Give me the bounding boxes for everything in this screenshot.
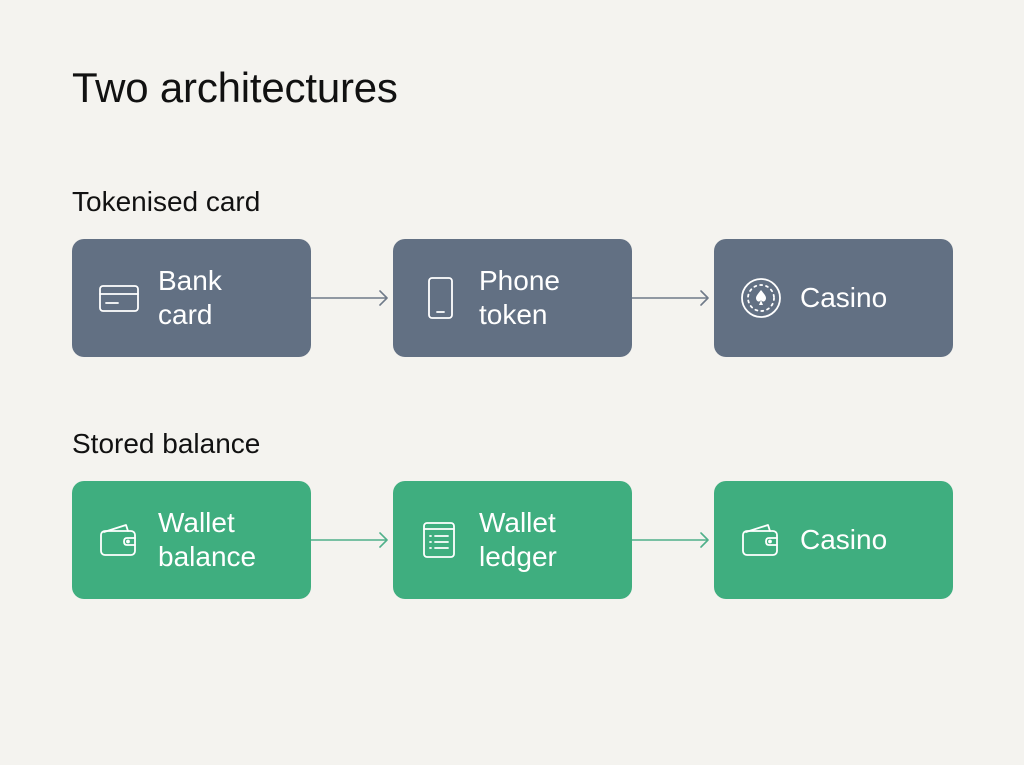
arrow-right-icon	[632, 290, 709, 306]
node-label: Casino	[800, 524, 888, 555]
casino-chip-icon	[738, 275, 784, 321]
section-label-tokenised-card: Tokenised card	[72, 186, 261, 217]
node-label: Phone token	[479, 265, 560, 330]
arrow-right-icon	[632, 532, 709, 548]
node-casino-stored: Casino	[714, 481, 953, 599]
smartphone-icon	[417, 275, 463, 321]
ledger-icon	[417, 517, 463, 563]
flow-row-tokenised-card: Bank card Phone token Casino	[72, 239, 953, 357]
node-wallet-ledger: Wallet ledger	[393, 481, 632, 599]
node-wallet-balance: Wallet balance	[72, 481, 311, 599]
node-label: Wallet ledger	[479, 507, 557, 572]
arrow-right-icon	[311, 532, 388, 548]
node-label: Bank card	[158, 265, 222, 330]
flow-row-stored-balance: Wallet balance Wallet ledger	[72, 481, 953, 599]
wallet-icon	[96, 517, 142, 563]
node-bank-card: Bank card	[72, 239, 311, 357]
node-label: Wallet balance	[158, 507, 257, 572]
section-label-stored-balance: Stored balance	[72, 428, 261, 459]
page-title: Two architectures	[72, 64, 398, 111]
arrow-right-icon	[311, 290, 388, 306]
node-casino: Casino	[714, 239, 953, 357]
node-label: Casino	[800, 282, 888, 313]
node-phone-token: Phone token	[393, 239, 632, 357]
credit-card-icon	[96, 275, 142, 321]
wallet-icon	[738, 517, 784, 563]
